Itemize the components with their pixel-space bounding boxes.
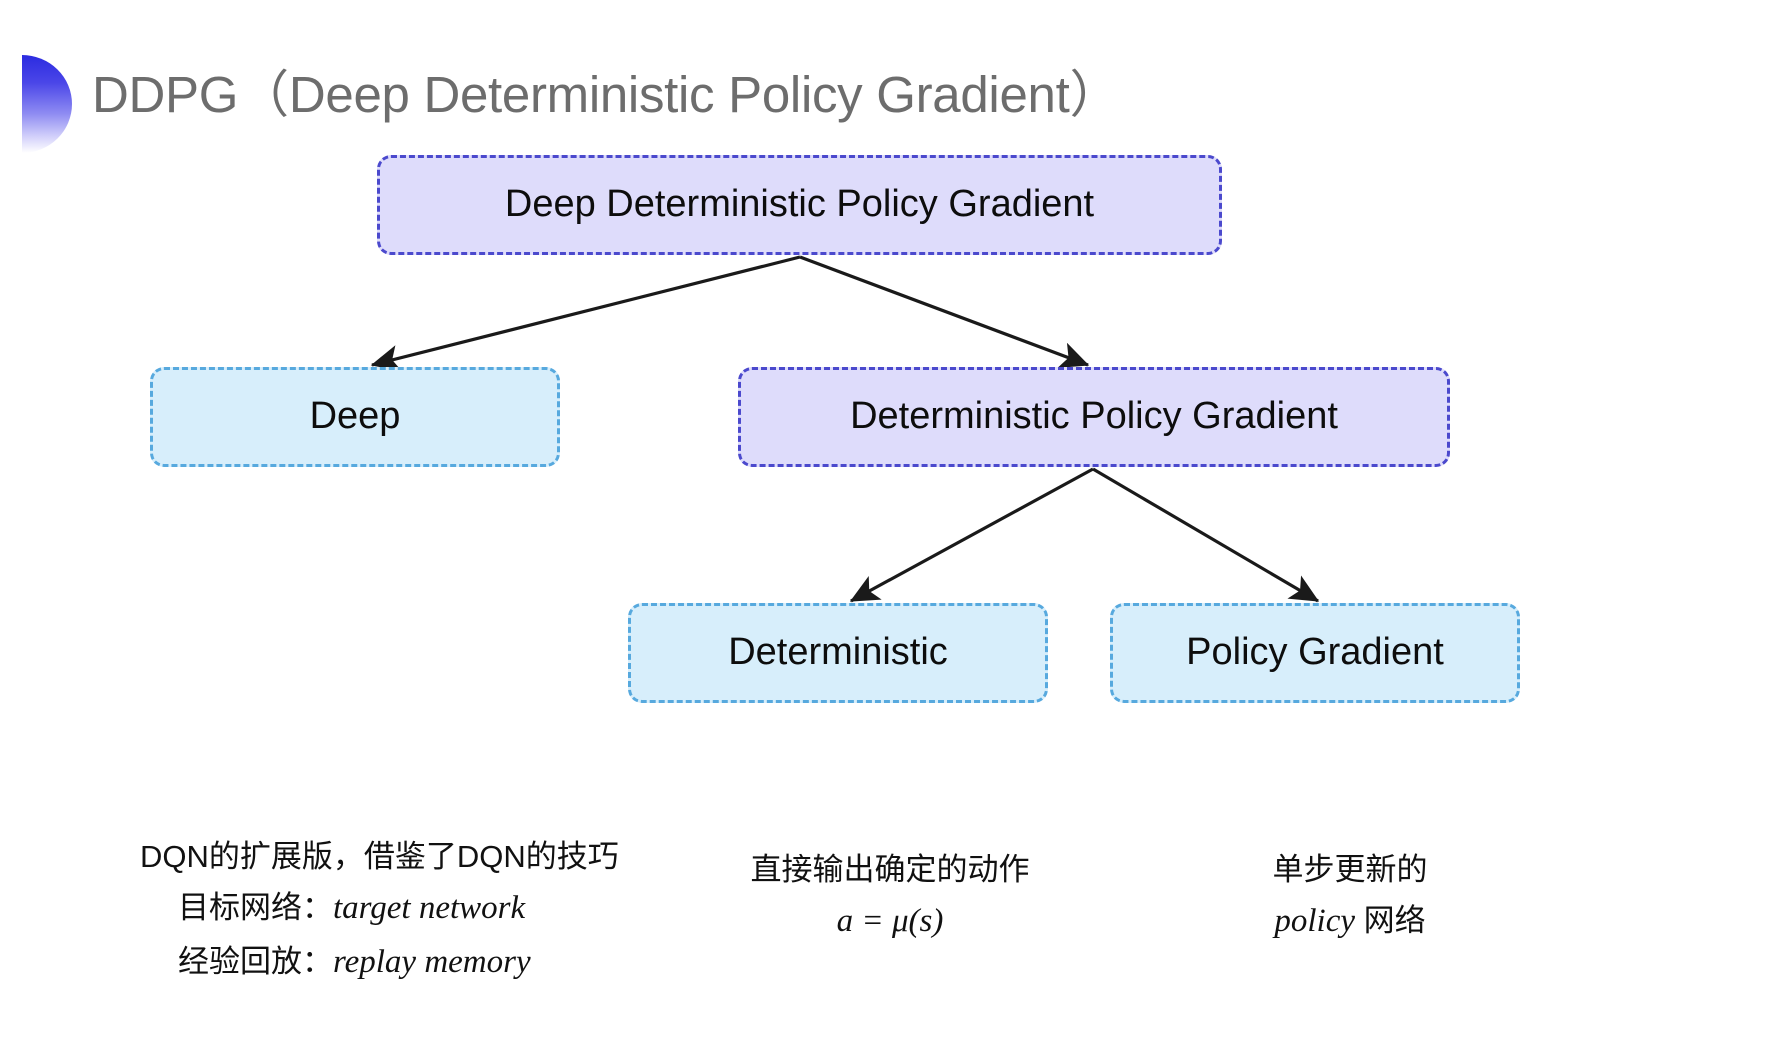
caption-policy-gradient-suffix: 网络 xyxy=(1355,903,1426,939)
caption-deterministic-line1: 直接输出确定的动作 xyxy=(750,852,1030,887)
caption-deep-line2: 目标网络：target network xyxy=(140,882,600,935)
caption-policy-gradient-line2: policy 网络 xyxy=(1180,895,1520,948)
node-deterministic[interactable]: Deterministic xyxy=(628,603,1048,703)
caption-deterministic: 直接输出确定的动作 a = μ(s) xyxy=(700,845,1080,949)
caption-policy-gradient-term: policy xyxy=(1274,903,1355,940)
caption-policy-gradient-line1: 单步更新的 xyxy=(1272,852,1428,887)
caption-deep-line3-term: replay memory xyxy=(333,943,531,980)
caption-deep-line3-label: 经验回放： xyxy=(178,943,333,979)
caption-deep-line2-label: 目标网络： xyxy=(178,890,333,926)
title-bullet-icon xyxy=(22,55,72,153)
node-deterministic-policy-gradient[interactable]: Deterministic Policy Gradient xyxy=(738,367,1450,467)
edge-root-to-dpg xyxy=(799,255,1090,368)
caption-deterministic-formula: a = μ(s) xyxy=(836,903,944,940)
edge-dpg-to-deterministic xyxy=(849,467,1094,603)
caption-deep-line1: DQN的扩展版，借鉴了DQN的技巧 xyxy=(140,839,619,874)
caption-deep: DQN的扩展版，借鉴了DQN的技巧 目标网络：target network 经验… xyxy=(140,832,619,989)
edge-root-to-deep xyxy=(370,255,801,372)
page-title: DDPG（Deep Deterministic Policy Gradient） xyxy=(92,66,1121,123)
node-deep[interactable]: Deep xyxy=(150,367,560,467)
node-policy-gradient[interactable]: Policy Gradient xyxy=(1110,603,1520,703)
caption-deep-line3: 经验回放：replay memory xyxy=(140,936,600,989)
edge-dpg-to-policy-gradient xyxy=(1092,467,1320,603)
caption-deep-line2-term: target network xyxy=(333,890,526,927)
node-deep-deterministic-policy-gradient[interactable]: Deep Deterministic Policy Gradient xyxy=(377,155,1222,255)
caption-policy-gradient: 单步更新的 policy 网络 xyxy=(1180,845,1520,949)
